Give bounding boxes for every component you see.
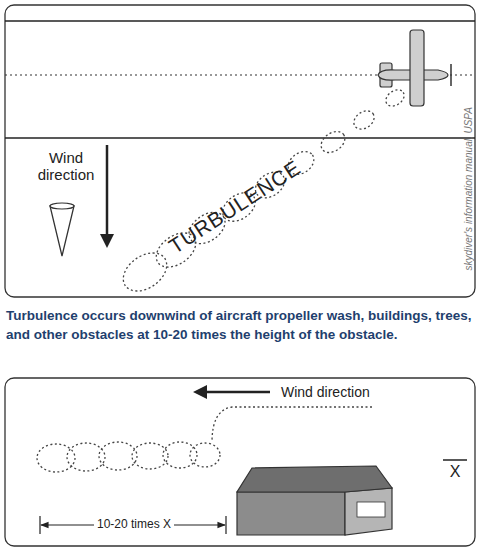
- layer-line: [5, 20, 475, 22]
- turbulence-loops: [37, 442, 220, 472]
- arrow-head: [100, 234, 114, 248]
- airplane: [378, 30, 451, 106]
- dimension-tick: [225, 516, 226, 534]
- turbulence-loop: [317, 127, 349, 157]
- windsock: [50, 206, 74, 256]
- dimension-tick: [39, 516, 40, 534]
- height-label: X: [445, 463, 465, 481]
- label-backing: 10-20 times X: [94, 517, 174, 531]
- turbulence-loop: [67, 443, 105, 471]
- propeller: [450, 64, 452, 86]
- building-side: [345, 488, 392, 535]
- wind-arrow: [106, 145, 109, 236]
- turbulence-loops: [116, 87, 407, 299]
- dimension-label: 10-20 times X: [88, 518, 180, 532]
- building-window: [357, 502, 385, 517]
- caption: Turbulence occurs downwind of aircraft p…: [6, 307, 474, 344]
- arrow-head: [193, 385, 207, 399]
- wind-label: Wind direction: [281, 384, 401, 400]
- wing: [410, 30, 424, 106]
- turbulence-loop: [383, 87, 407, 110]
- panel-frame: [5, 5, 475, 297]
- panel-frame: [5, 378, 475, 546]
- height-bar: [443, 459, 467, 461]
- wind-label: Wind direction: [30, 149, 102, 184]
- layer-line: [5, 137, 475, 139]
- building-wall: [237, 492, 345, 535]
- turbulence-loop: [350, 107, 377, 133]
- turbulence-loop: [99, 442, 137, 470]
- turbulence-loop: [190, 443, 220, 467]
- wind-arrow: [205, 391, 270, 394]
- airflow-line: [212, 407, 372, 442]
- windsock-rim: [50, 203, 74, 209]
- source-credit: skydiver's information manual, USPA: [463, 77, 475, 301]
- building: [237, 466, 392, 535]
- turbulence-loop: [37, 444, 75, 472]
- building-roof: [237, 466, 392, 492]
